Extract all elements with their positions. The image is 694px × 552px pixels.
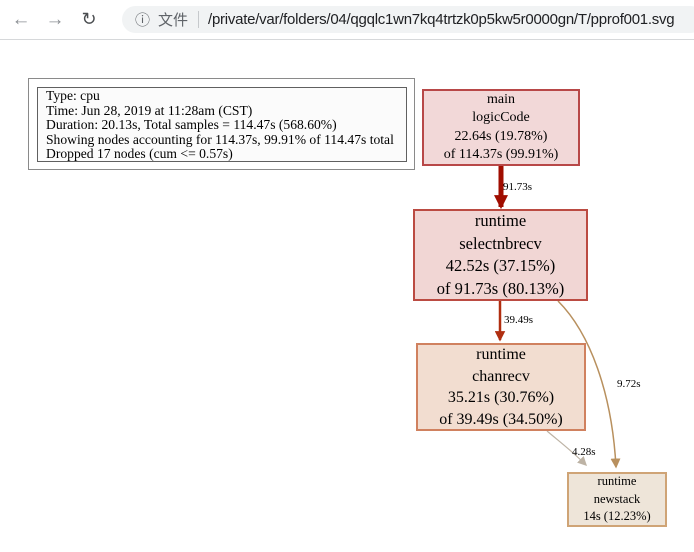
address-separator <box>198 11 200 28</box>
node-runtime-newstack[interactable]: runtime newstack 14s (12.23%) <box>567 472 667 527</box>
legend-line-dropped: Dropped 17 nodes (cum <= 0.57s) <box>46 146 233 162</box>
node-line: runtime <box>597 474 637 489</box>
url-text[interactable]: /private/var/folders/04/qgqlc1wn7kq4trtz… <box>208 11 675 28</box>
node-line: 22.64s (19.78%) <box>454 128 548 144</box>
node-line: runtime <box>476 346 526 363</box>
address-bar[interactable]: ⓘ 文件 /private/var/folders/04/qgqlc1wn7kq… <box>122 6 694 33</box>
node-line: logicCode <box>472 110 530 125</box>
legend-cluster-box: Type: cpu Time: Jun 28, 2019 at 11:28am … <box>28 78 415 170</box>
call-graph-edges <box>494 166 621 469</box>
legend-line-time: Time: Jun 28, 2019 at 11:28am (CST) <box>46 102 253 118</box>
node-runtime-selectnbrecv[interactable]: runtime selectnbrecv 42.52s (37.15%) of … <box>413 209 588 301</box>
reload-icon[interactable]: ↻ <box>81 9 97 29</box>
node-line: 14s (12.23%) <box>583 509 651 524</box>
node-line: main <box>487 91 515 107</box>
edge-label-91-73s: 91.73s <box>503 181 533 193</box>
legend-line-showing: Showing nodes accounting for 114.37s, 99… <box>46 131 394 147</box>
legend-box: Type: cpu Time: Jun 28, 2019 at 11:28am … <box>37 87 407 162</box>
forward-icon[interactable]: → <box>45 8 65 30</box>
node-line: 35.21s (30.76%) <box>447 389 555 406</box>
node-main-logicCode[interactable]: main logicCode 22.64s (19.78%) of 114.37… <box>422 89 580 166</box>
node-line: runtime <box>474 211 527 230</box>
page-info-icon[interactable]: ⓘ <box>135 12 151 29</box>
node-line: chanrecv <box>472 367 530 385</box>
back-icon[interactable]: ← <box>11 8 31 30</box>
node-line: of 39.49s (34.50%) <box>439 410 563 428</box>
node-line: 42.52s (37.15%) <box>445 256 556 275</box>
browser-toolbar: ← → ↻ ⓘ 文件 /private/var/folders/04/qgqlc… <box>0 0 694 40</box>
edge-label-9-72s: 9.72s <box>617 378 641 390</box>
file-scheme-label: 文件 <box>158 12 189 29</box>
node-runtime-chanrecv[interactable]: runtime chanrecv 35.21s (30.76%) of 39.4… <box>416 343 586 431</box>
node-line: selectnbrecv <box>459 233 542 253</box>
node-line: of 91.73s (80.13%) <box>436 278 565 298</box>
edge-selectnbrecv-newstack <box>557 300 621 469</box>
node-line: of 114.37s (99.91%) <box>443 147 559 162</box>
legend-line-type: Type: cpu <box>46 88 100 103</box>
edge-label-4-28s: 4.28s <box>572 446 596 458</box>
pprof-graph-page: Type: cpu Time: Jun 28, 2019 at 11:28am … <box>0 41 694 552</box>
node-line: newstack <box>593 491 641 506</box>
legend-line-duration: Duration: 20.13s, Total samples = 114.47… <box>46 117 337 133</box>
edge-label-39-49s: 39.49s <box>504 314 534 326</box>
edge-chanrecv-newstack <box>546 430 588 467</box>
